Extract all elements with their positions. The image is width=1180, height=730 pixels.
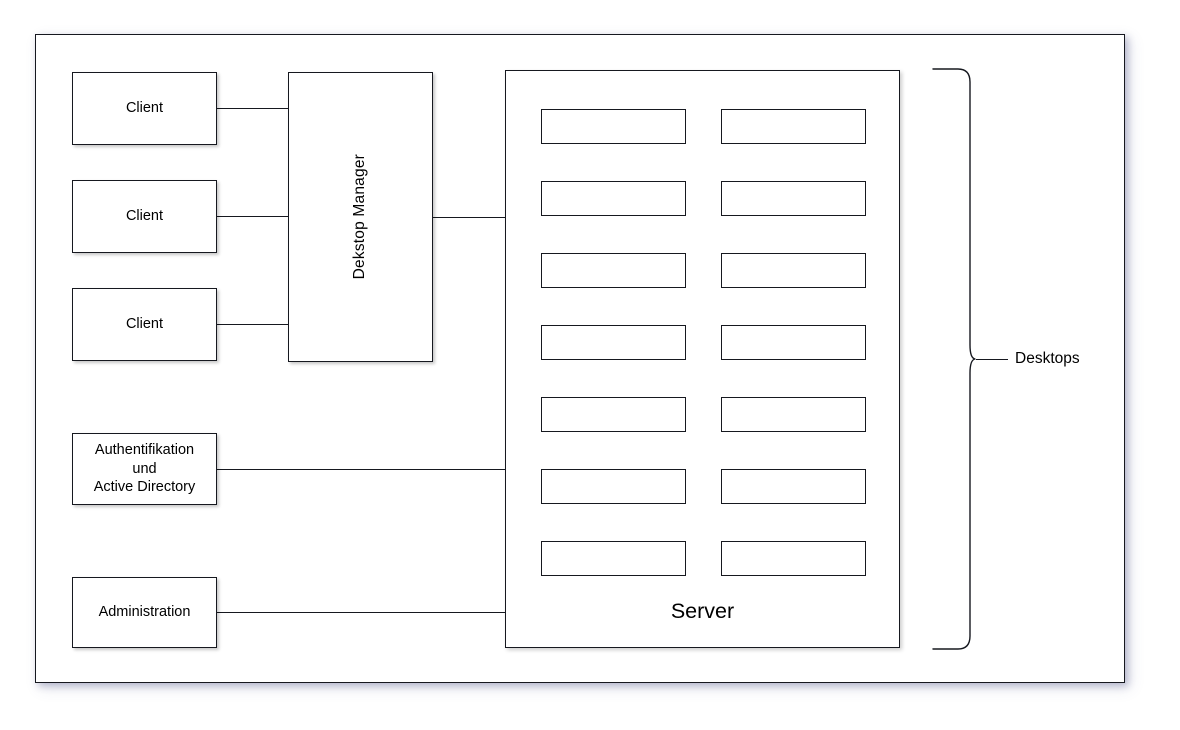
desktops-label: Desktops	[1015, 350, 1080, 367]
auth-label-line-2: und	[132, 460, 157, 477]
administration-box[interactable]: Administration	[72, 577, 217, 648]
desktop-slot[interactable]	[541, 469, 686, 504]
connector-client-0-to-desktop-manager	[217, 108, 288, 110]
desktop-slot[interactable]	[721, 181, 866, 216]
server-box[interactable]: Server	[505, 70, 900, 648]
client-box-1[interactable]: Client	[72, 72, 217, 145]
curly-brace-right-icon	[930, 68, 976, 650]
client-box-3[interactable]: Client	[72, 288, 217, 361]
desktop-slot[interactable]	[721, 397, 866, 432]
desktop-slot[interactable]	[541, 397, 686, 432]
connector-client-1-to-desktop-manager	[217, 216, 288, 218]
desktop-slot[interactable]	[721, 325, 866, 360]
administration-label: Administration	[98, 603, 191, 620]
desktop-slot[interactable]	[721, 541, 866, 576]
client-label: Client	[125, 315, 164, 332]
auth-label-line-1: Authentifikation	[94, 442, 195, 459]
server-label: Server	[670, 599, 735, 623]
desktop-slot[interactable]	[541, 109, 686, 144]
connector-desktop-manager-to-server	[433, 217, 505, 219]
client-label: Client	[125, 207, 164, 224]
client-box-2[interactable]: Client	[72, 180, 217, 253]
brace-leader-line	[976, 359, 1008, 361]
client-label: Client	[125, 99, 164, 116]
connector-client-2-to-desktop-manager	[217, 324, 288, 326]
connector-administration-to-server	[217, 612, 505, 614]
desktop-slot[interactable]	[721, 109, 866, 144]
desktop-manager-box[interactable]: Dekstop Manager	[288, 72, 433, 362]
connector-auth-to-server	[217, 469, 505, 471]
auth-label-line-3: Active Directory	[93, 479, 196, 496]
authentication-active-directory-box[interactable]: Authentifikation und Active Directory	[72, 433, 217, 505]
desktop-slot[interactable]	[721, 253, 866, 288]
desktop-manager-label: Dekstop Manager	[351, 154, 369, 280]
desktop-slot[interactable]	[541, 541, 686, 576]
desktop-slot[interactable]	[541, 325, 686, 360]
desktop-slot[interactable]	[541, 253, 686, 288]
desktop-slot[interactable]	[541, 181, 686, 216]
desktop-slot[interactable]	[721, 469, 866, 504]
